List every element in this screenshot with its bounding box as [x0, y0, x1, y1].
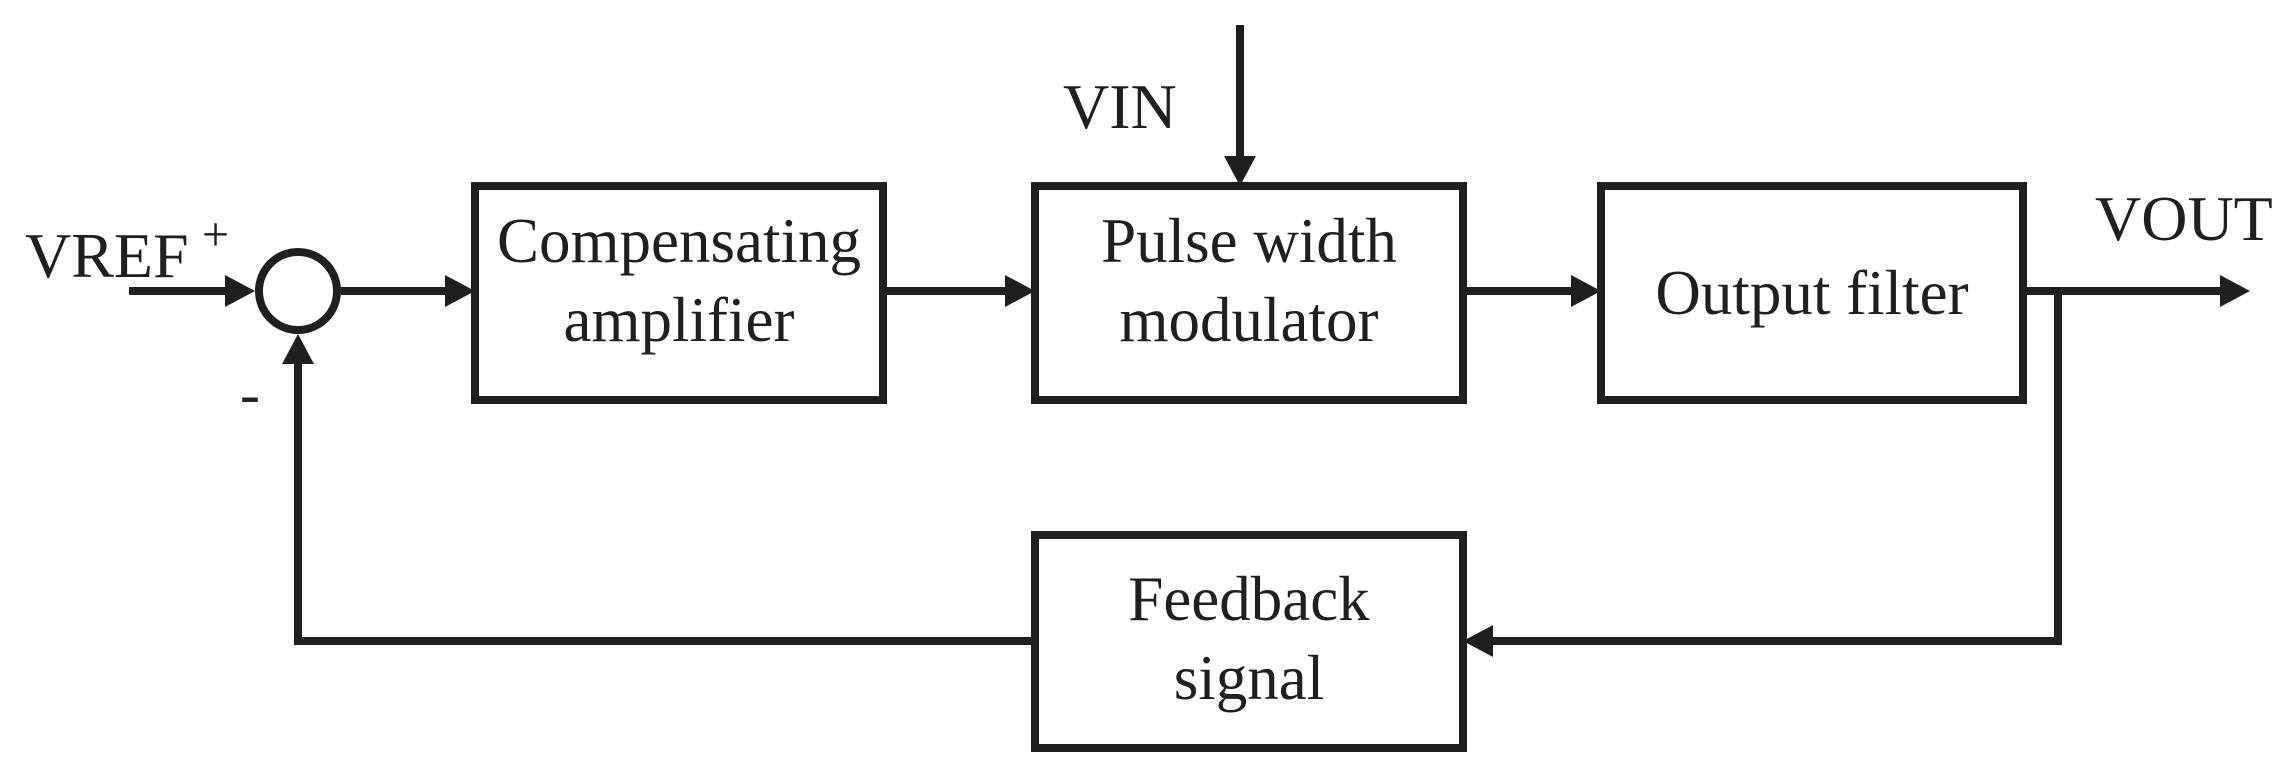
- vin-label: VIN: [1063, 71, 1177, 142]
- block-pulse-width-modulator: [1031, 182, 1467, 404]
- arrowhead-vref-into-sum: [225, 275, 255, 307]
- output-filter-label: Output filter: [1655, 258, 1968, 328]
- arrowhead-into-filter: [1571, 275, 1601, 307]
- feedback-signal-label-line1: Feedback: [1128, 564, 1370, 634]
- sum-minus-sign: -: [240, 361, 260, 427]
- wire-vout-tap-to-feedback: [1491, 291, 2062, 645]
- compensating-amplifier-label-line1: Compensating: [497, 206, 861, 276]
- vref-label: VREF: [25, 220, 189, 291]
- arrowhead-feedback-into-sum: [282, 334, 314, 364]
- compensating-amplifier-label-line2: amplifier: [564, 285, 795, 355]
- block-feedback-signal: [1031, 531, 1467, 752]
- pulse-width-modulator-label-line1: Pulse width: [1101, 206, 1397, 276]
- pulse-width-modulator-label-line2: modulator: [1120, 285, 1379, 355]
- feedback-signal-label-line2: signal: [1174, 643, 1325, 713]
- block-output-filter: [1597, 182, 2027, 404]
- arrowhead-into-feedback: [1463, 625, 1493, 657]
- arrowhead-into-compensating: [445, 275, 475, 307]
- vref-plus-superscript: +: [202, 208, 229, 261]
- block-compensating-amplifier: [471, 182, 887, 404]
- arrowhead-into-pwm: [1005, 275, 1035, 307]
- wire-feedback-to-sum: [294, 362, 1035, 645]
- arrowhead-vin-into-pwm: [1224, 156, 1256, 186]
- arrowhead-vout: [2220, 275, 2250, 307]
- summing-junction: [255, 248, 341, 334]
- vout-label: VOUT: [2095, 183, 2273, 254]
